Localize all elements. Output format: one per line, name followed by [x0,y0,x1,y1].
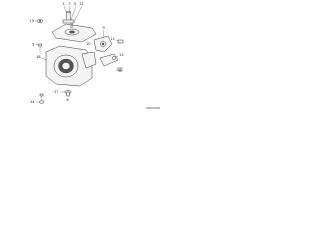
spring-part [69,22,74,29]
exploded-parts-diagram: 1 7 5 12 15 3 9 11 18 13 8 14 17 6 10 00… [30,2,161,110]
leader-lines [35,5,119,103]
callout-6: 6 [67,98,70,102]
callout-7: 7 [69,2,71,6]
throttle-body-housing [45,45,97,87]
callout-15: 15 [30,19,35,23]
left-screw-part [38,43,42,52]
callout-11: 11 [111,37,116,41]
right-lever-part [99,53,119,67]
top-stud-part [62,10,75,24]
callout-18: 18 [36,55,41,59]
left-washer-part [36,19,44,23]
bottom-center-fitting [64,90,72,97]
callout-1: 1 [63,2,65,6]
callout-17: 17 [54,90,59,94]
callout-5: 5 [74,2,76,6]
callout-3: 3 [32,43,34,47]
linkage-bracket-part [93,35,113,53]
bottom-bolt-part [38,93,45,104]
upper-cover-part [51,23,97,43]
callout-13: 13 [119,53,124,57]
callout-8: 8 [119,69,122,73]
reference-number: 00000000 [146,106,160,110]
right-connector-part [117,39,124,72]
callout-14: 14 [30,100,35,104]
callout-12: 12 [79,2,84,6]
callout-10: 10 [86,42,91,46]
callout-9: 9 [103,26,106,30]
